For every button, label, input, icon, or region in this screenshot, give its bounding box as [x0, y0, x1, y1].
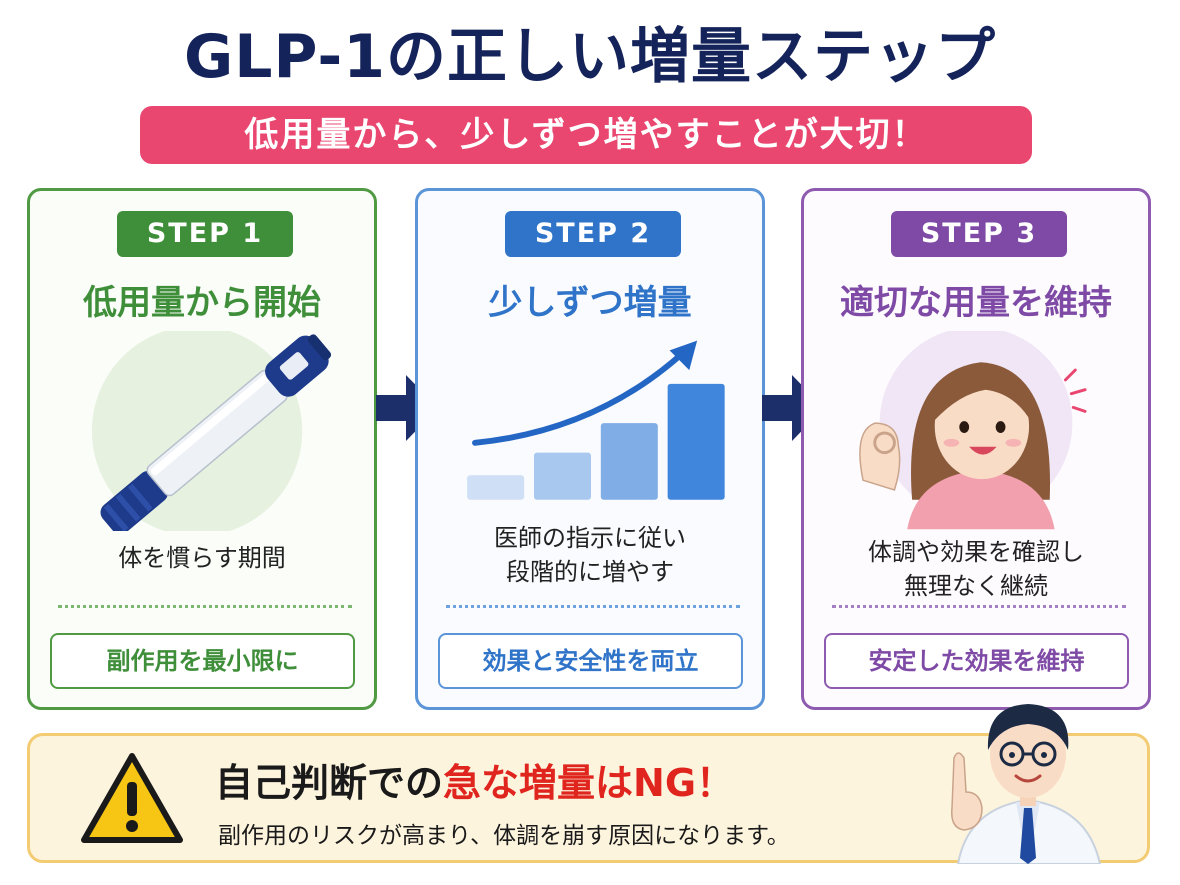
- step-3-description: 体調や効果を確認し 無理なく継続: [804, 535, 1148, 603]
- step-2-description: 医師の指示に従い 段階的に増やす: [418, 521, 762, 589]
- injection-pen-icon: [91, 331, 332, 531]
- warning-text: 副作用のリスクが高まり、体調を崩す原因になります。: [218, 823, 790, 849]
- warning-triangle-icon: [81, 753, 183, 843]
- smiling-woman-ok-sign-icon: [859, 331, 1087, 530]
- step-3-card: STEP 3 適切な用量を維持 体調や効果を確認し 無理なく継続 安定した効果を…: [801, 188, 1151, 710]
- rising-bars-chart-icon: [467, 340, 725, 500]
- step-3-badge: STEP 3: [891, 211, 1067, 257]
- step-3-divider: [832, 605, 1126, 608]
- step-3-heading: 適切な用量を維持: [840, 283, 1112, 323]
- step-2-description-line: 段階的に増やす: [506, 558, 674, 586]
- step-2-description-line: 医師の指示に従い: [494, 524, 686, 552]
- warning-title: 自己判断での急な増量はNG！: [215, 752, 734, 807]
- step-1-card: STEP 1 低用量から開始 体を慣らす期間 副作用を最小限に: [27, 188, 377, 710]
- step-1-heading: 低用量から開始: [83, 283, 321, 323]
- step-2-badge: STEP 2: [505, 211, 681, 257]
- step-1-description-line: 体を慣らす期間: [118, 544, 286, 572]
- step-1-benefit: 副作用を最小限に: [50, 633, 355, 689]
- step-2-divider: [446, 605, 740, 608]
- arrow-right-icon: [376, 375, 438, 441]
- step-3-description-line: 無理なく継続: [904, 572, 1048, 600]
- doctor-pointing-icon: [951, 704, 1102, 864]
- step-1-divider: [58, 605, 352, 608]
- arrow-right-icon: [762, 375, 824, 441]
- page-title: GLP-1の正しい増量ステップ: [183, 22, 997, 92]
- step-3-description-line: 体調や効果を確認し: [868, 538, 1084, 566]
- subtitle-banner: 低用量から、少しずつ増やすことが大切！: [140, 106, 1032, 164]
- warning-title-exclaim: ！: [696, 761, 735, 805]
- step-2-heading: 少しずつ増量: [488, 283, 692, 323]
- step-2-card: STEP 2 少しずつ増量 医師の指示に従い 段階的に増やす 効果と安全性を両立: [415, 188, 765, 710]
- warning-title-highlight: 急な増量はNG: [443, 761, 697, 805]
- step-1-description: 体を慣らす期間: [30, 541, 374, 575]
- step-3-benefit: 安定した効果を維持: [824, 633, 1129, 689]
- warning-title-lead: 自己判断での: [215, 761, 444, 805]
- step-2-benefit: 効果と安全性を両立: [438, 633, 743, 689]
- step-1-badge: STEP 1: [117, 211, 293, 257]
